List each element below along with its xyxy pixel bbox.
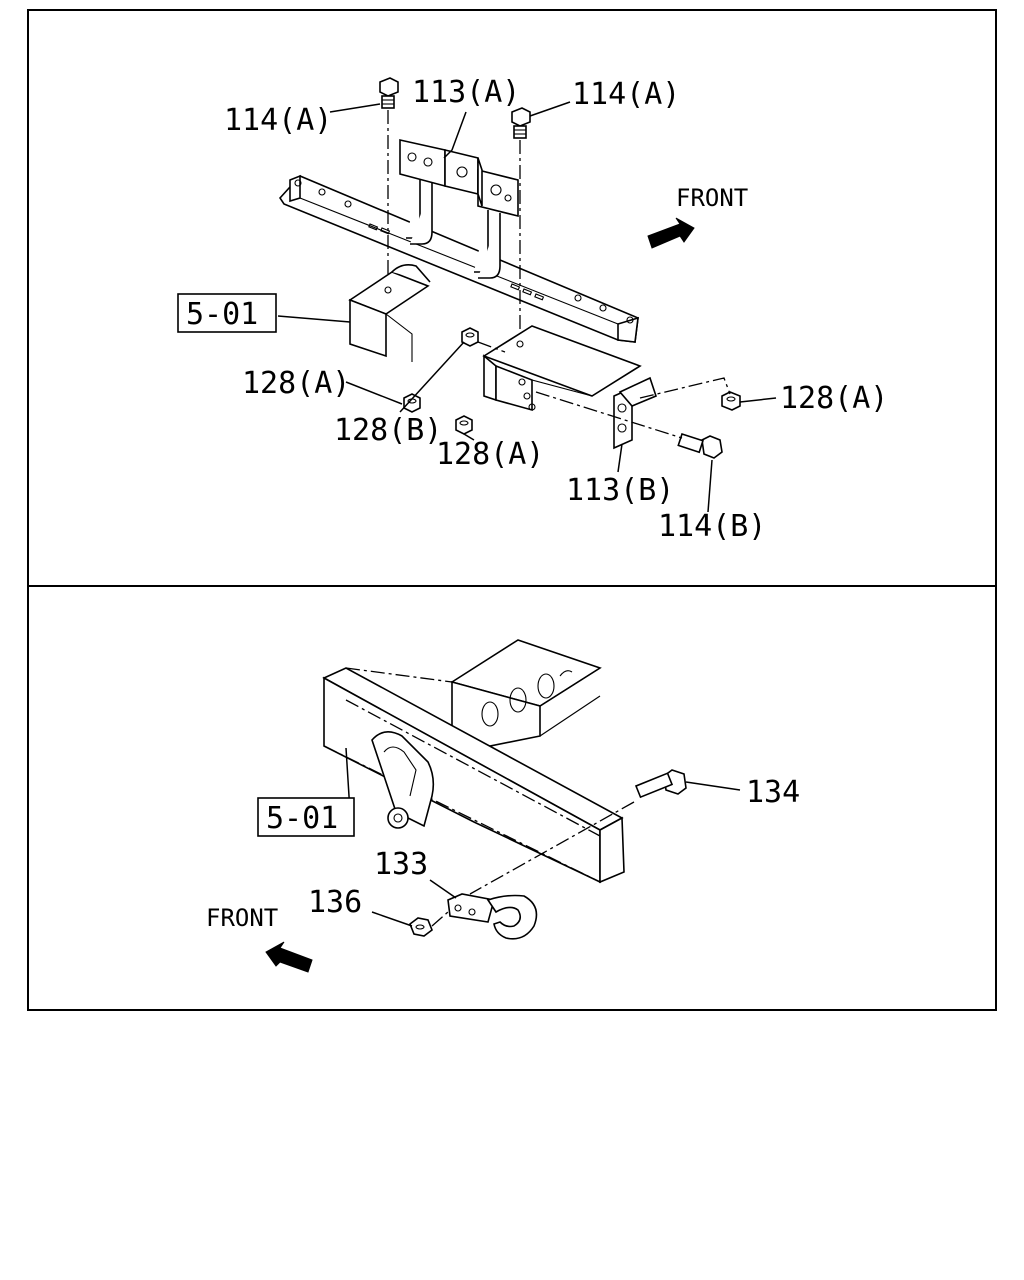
- callout-128a-mid: 128(A): [436, 437, 544, 472]
- nut-128b: [461, 327, 479, 347]
- ref-501-top: 5-01: [186, 297, 258, 332]
- bottom-assembly: [265, 639, 741, 973]
- frame-member-501: [348, 264, 431, 362]
- nut-136: [409, 917, 433, 937]
- bracket-113b: [613, 376, 657, 450]
- front-label-bottom: FRONT: [206, 904, 278, 932]
- callout-114a-left: 114(A): [224, 103, 332, 138]
- callout-114b: 114(B): [658, 509, 766, 544]
- front-arrow-icon: [647, 217, 695, 249]
- callout-114a-right: 114(A): [572, 77, 680, 112]
- top-assembly: [277, 77, 777, 513]
- callout-136: 136: [308, 885, 362, 920]
- nut-128a-right: [721, 391, 741, 411]
- ref-box-501-top: [177, 293, 277, 333]
- callout-113b: 113(B): [566, 473, 674, 508]
- tow-hook-133: [447, 893, 538, 940]
- bottom-panel-frame: [27, 585, 997, 1011]
- cross-member-501: [322, 667, 625, 884]
- callout-128a-left: 128(A): [242, 366, 350, 401]
- side-rail: [450, 639, 602, 749]
- bolt-114a-left: [379, 77, 399, 109]
- front-arrow-icon-bottom: [265, 941, 313, 973]
- frame-member-right: [482, 325, 642, 412]
- callout-134: 134: [746, 775, 800, 810]
- callout-133: 133: [374, 847, 428, 882]
- ref-box-501-bottom: [257, 797, 355, 837]
- ref-501-bottom: 5-01: [266, 801, 338, 836]
- bolt-114a-right: [511, 107, 531, 139]
- bolt-114b: [677, 432, 723, 459]
- rail: [278, 174, 639, 343]
- bolt-134: [634, 769, 687, 799]
- callout-113a: 113(A): [412, 75, 520, 110]
- hook-bracket: [371, 731, 435, 829]
- nut-128a-left: [403, 393, 421, 413]
- front-label-top: FRONT: [676, 184, 748, 212]
- nut-128a-mid: [455, 415, 473, 435]
- callout-128a-right: 128(A): [780, 381, 888, 416]
- callout-128b: 128(B): [334, 413, 442, 448]
- bracket-113a: [399, 139, 519, 279]
